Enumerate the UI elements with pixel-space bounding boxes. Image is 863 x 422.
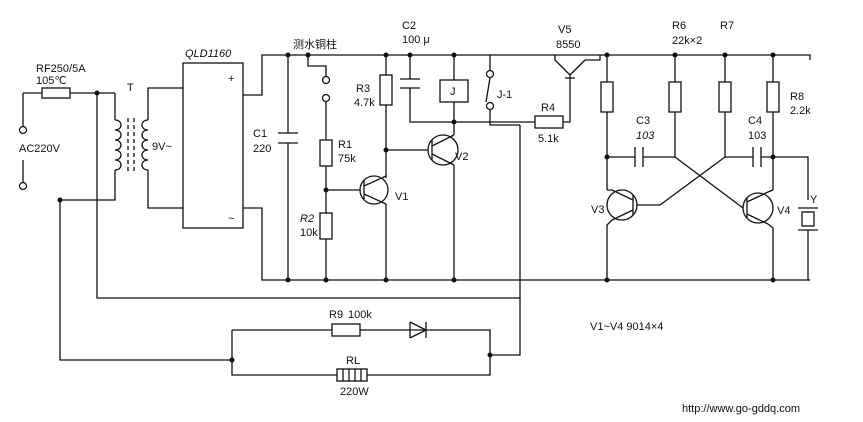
label-secondary: 9V~ xyxy=(152,141,172,153)
label-r9-val: 100k xyxy=(348,309,372,321)
transistor-v2 xyxy=(427,134,459,166)
resistor-r6 xyxy=(668,81,682,113)
buzzer-y xyxy=(798,207,818,281)
resistor-r3 xyxy=(379,74,393,106)
label-buzzer: Y xyxy=(810,194,818,206)
label-r4: R4 xyxy=(541,102,555,114)
label-r3-val: 4.7k xyxy=(354,97,375,109)
label-r8: R8 xyxy=(790,91,804,103)
diode-icon xyxy=(409,321,428,339)
heater-rl xyxy=(336,368,368,382)
label-r9: R9 xyxy=(329,309,343,321)
fuse-icon xyxy=(41,87,71,99)
labels: RF250/5A 105℃ T AC220V 9V~ QLD1160 + ~ C… xyxy=(19,20,818,415)
label-bridge: QLD1160 xyxy=(185,48,232,60)
transistor-v3 xyxy=(606,189,638,221)
label-c4-val: 103 xyxy=(748,130,766,142)
transistor-v5 xyxy=(554,55,601,79)
label-v2: V2 xyxy=(455,151,468,163)
multivibrator-section xyxy=(600,52,818,283)
ac-terminal-bottom xyxy=(18,181,28,191)
resistor-r2 xyxy=(319,212,333,240)
capacitor-c1 xyxy=(278,52,298,283)
label-r2: R2 xyxy=(300,213,314,225)
ac-terminal-top xyxy=(18,125,28,135)
label-v1: V1 xyxy=(395,191,408,203)
ac-input-section xyxy=(18,87,521,361)
resistor-r9 xyxy=(331,323,361,337)
resistor-r8 xyxy=(766,81,780,113)
label-ac-in: AC220V xyxy=(19,143,61,155)
label-probe: 测水铜柱 xyxy=(293,37,337,51)
label-v3: V3 xyxy=(591,204,604,216)
label-r1: R1 xyxy=(338,139,352,151)
label-r6-val: 22k×2 xyxy=(672,35,702,47)
label-transformer: T xyxy=(127,82,134,94)
capacitor-c2 xyxy=(400,52,457,125)
label-rl-val: 220W xyxy=(340,386,369,398)
label-r1-val: 75k xyxy=(338,153,356,165)
bridge-rectifier xyxy=(182,54,811,281)
label-c3-val: 103 xyxy=(636,130,655,142)
label-c2: C2 xyxy=(402,20,416,32)
resistor-r5 xyxy=(600,81,614,113)
label-v5: V5 xyxy=(558,24,571,36)
label-r8-val: 2.2k xyxy=(790,105,811,117)
resistor-r1 xyxy=(319,139,333,167)
label-fuse-temp: 105℃ xyxy=(36,75,67,87)
label-r6: R6 xyxy=(672,20,686,32)
label-fuse: RF250/5A xyxy=(36,63,86,75)
label-relay: J xyxy=(450,86,456,98)
label-c2-val: 100 μ xyxy=(402,34,430,46)
label-c4: C4 xyxy=(748,115,762,127)
relay-contact-j1 xyxy=(485,55,520,126)
label-c1-val: 220 xyxy=(253,143,271,155)
resistor-r7 xyxy=(718,81,732,113)
label-plus: + xyxy=(228,73,234,85)
transistor-v4 xyxy=(742,189,774,225)
transformer-icon xyxy=(114,87,183,209)
capacitor-c3 xyxy=(607,147,675,167)
label-v4: V4 xyxy=(777,205,790,217)
label-r2-val: 10k xyxy=(300,227,318,239)
label-v5-type: 8550 xyxy=(556,39,580,51)
transistor-v1 xyxy=(359,175,389,205)
label-minus: ~ xyxy=(228,213,234,225)
label-website: http://www.go-gddq.com xyxy=(682,403,800,415)
water-probe xyxy=(305,52,362,283)
amplifier-section xyxy=(359,52,459,283)
label-relay-contact: J-1 xyxy=(497,89,512,101)
resistor-r4 xyxy=(454,75,571,129)
label-c3: C3 xyxy=(636,115,650,127)
relay-coil-j xyxy=(439,52,469,122)
label-r4-val: 5.1k xyxy=(538,133,559,145)
label-rl: RL xyxy=(346,355,360,367)
heater-branch xyxy=(229,298,521,382)
label-c1: C1 xyxy=(253,128,267,140)
label-r7: R7 xyxy=(720,20,734,32)
label-transistor-note: V1~V4 9014×4 xyxy=(590,321,663,333)
label-r3: R3 xyxy=(356,83,370,95)
